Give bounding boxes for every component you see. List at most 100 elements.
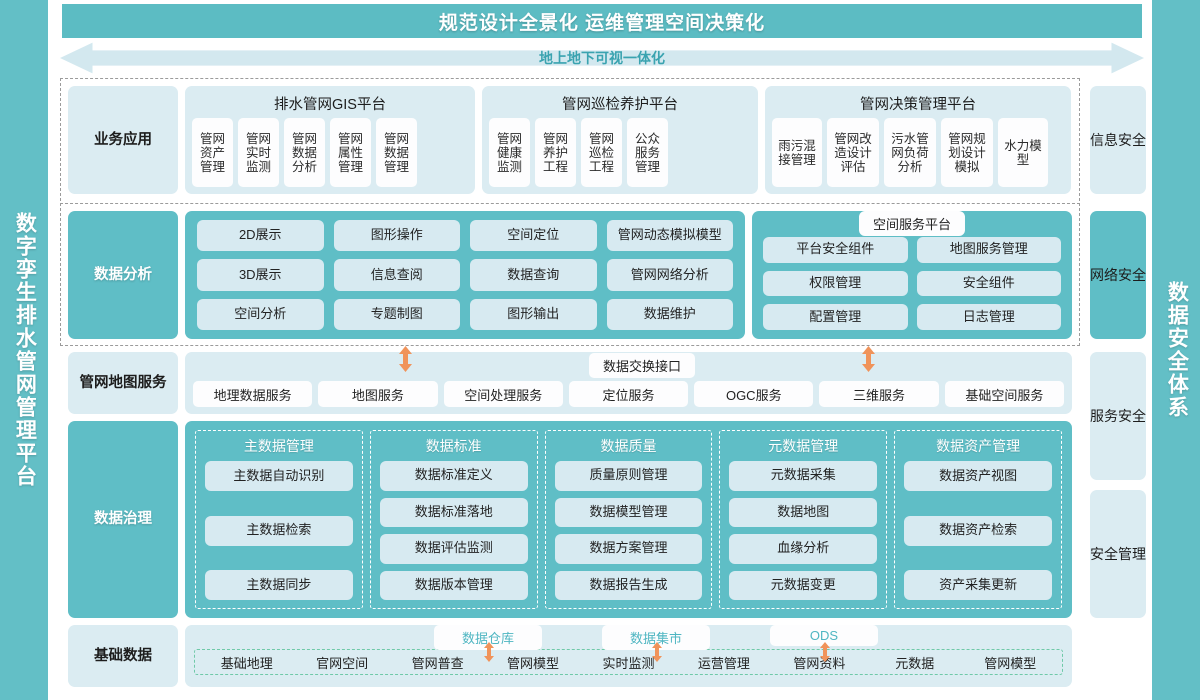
analysis-item[interactable]: 空间分析 <box>197 298 324 330</box>
governance-item[interactable]: 数据模型管理 <box>554 497 703 527</box>
right-rail-title: 数据安全体系 <box>1165 281 1189 419</box>
base-data-row: 基础数据 数据仓库 数据集市 ODS 基础地理 官网空间 管网普查 管网模型 实… <box>68 625 1072 687</box>
security-box-service: 服务安全 <box>1090 352 1146 480</box>
double-arrow-icon <box>651 642 663 662</box>
base-data-item[interactable]: 官网空间 <box>316 655 369 671</box>
governance-item[interactable]: 血缘分析 <box>729 534 878 564</box>
integration-banner: 地上地下可视一体化 <box>60 42 1144 74</box>
governance-item[interactable]: 数据方案管理 <box>554 534 703 564</box>
analysis-item[interactable]: 图形输出 <box>470 298 597 330</box>
app-cell[interactable]: 管网健康监测 <box>489 118 530 187</box>
governance-column-title: 数据资产管理 <box>936 438 1021 454</box>
platform-item[interactable]: 配置管理 <box>763 304 908 331</box>
analysis-item[interactable]: 图形操作 <box>333 220 460 252</box>
map-service-item[interactable]: 地理数据服务 <box>193 381 313 407</box>
group-title: 管网巡检养护平台 <box>562 97 678 113</box>
governance-item[interactable]: 数据资产检索 <box>904 515 1052 546</box>
governance-item[interactable]: 元数据变更 <box>729 570 878 600</box>
base-data-item[interactable]: 实时监测 <box>602 655 655 671</box>
app-cell[interactable]: 污水管网负荷分析 <box>884 118 936 187</box>
analysis-item[interactable]: 数据维护 <box>606 298 733 330</box>
group-title: 排水管网GIS平台 <box>274 97 386 113</box>
analysis-item[interactable]: 数据查询 <box>470 259 597 291</box>
application-layer-divider <box>60 203 1080 204</box>
app-cell[interactable]: 管网改造设计评估 <box>827 118 879 187</box>
governance-item[interactable]: 数据标准定义 <box>379 461 528 491</box>
platform-item[interactable]: 安全组件 <box>916 270 1061 297</box>
platform-item[interactable]: 日志管理 <box>916 304 1061 331</box>
analysis-item[interactable]: 3D展示 <box>197 259 324 291</box>
governance-item[interactable]: 主数据检索 <box>205 515 353 546</box>
left-rail: 数字孪生排水管网管理平台 <box>0 0 48 700</box>
base-data-item[interactable]: 管网资料 <box>793 655 846 671</box>
map-service-item[interactable]: 地图服务 <box>318 381 438 407</box>
platform-item[interactable]: 权限管理 <box>763 270 908 297</box>
app-cell[interactable]: 管网养护工程 <box>535 118 576 187</box>
base-data-item[interactable]: 基础地理 <box>220 655 273 671</box>
map-service-item[interactable]: OGC服务 <box>694 381 814 407</box>
analysis-item[interactable]: 空间定位 <box>470 220 597 252</box>
analysis-item[interactable]: 管网动态模拟模型 <box>606 220 733 252</box>
app-cell[interactable]: 管网数据管理 <box>376 118 417 187</box>
governance-item[interactable]: 数据报告生成 <box>554 570 703 600</box>
app-cell[interactable]: 雨污混接管理 <box>772 118 822 187</box>
analysis-column: 图形操作 信息查阅 专题制图 <box>333 220 460 330</box>
app-cell[interactable]: 管网规划设计模拟 <box>941 118 993 187</box>
app-cell[interactable]: 管网属性管理 <box>330 118 371 187</box>
governance-panel: 主数据管理 主数据自动识别 主数据检索 主数据同步 数据标准 数据标准定义 数据… <box>185 421 1072 618</box>
base-data-item[interactable]: 元数据 <box>895 655 935 671</box>
app-cell[interactable]: 管网数据分析 <box>284 118 325 187</box>
governance-item[interactable]: 数据地图 <box>729 497 878 527</box>
data-analysis-row: 数据分析 2D展示 3D展示 空间分析 图形操作 信息查阅 专题制图 空间定位 … <box>68 211 1072 339</box>
base-data-item[interactable]: 管网模型 <box>984 655 1037 671</box>
platform-item[interactable]: 平台安全组件 <box>763 237 908 263</box>
governance-item[interactable]: 数据资产视图 <box>904 461 1052 491</box>
integration-banner-text: 地上地下可视一体化 <box>539 50 665 66</box>
analysis-column: 空间定位 数据查询 图形输出 <box>470 220 597 330</box>
governance-item[interactable]: 资产采集更新 <box>904 570 1052 600</box>
group-title: 管网决策管理平台 <box>860 97 976 113</box>
row-label-analysis: 数据分析 <box>68 211 178 339</box>
map-service-item[interactable]: 空间处理服务 <box>443 381 563 407</box>
base-data-item[interactable]: 运营管理 <box>697 655 750 671</box>
app-cell[interactable]: 管网实时监测 <box>238 118 279 187</box>
group-inspection-platform: 管网巡检养护平台 管网健康监测 管网养护工程 管网巡检工程 公众服务管理 <box>482 86 758 194</box>
map-service-row: 管网地图服务 数据交换接口 地理数据服务 地图服务 空间处理服务 定位服务 OG… <box>68 346 1072 414</box>
base-data-tab-ods[interactable]: ODS <box>770 625 878 646</box>
app-cell[interactable]: 管网巡检工程 <box>581 118 622 187</box>
governance-item[interactable]: 主数据同步 <box>205 570 353 600</box>
governance-column-title: 主数据管理 <box>243 438 314 454</box>
analysis-item[interactable]: 专题制图 <box>333 298 460 330</box>
governance-item[interactable]: 元数据采集 <box>729 461 878 491</box>
row-label-base-data: 基础数据 <box>68 625 178 687</box>
double-arrow-icon <box>819 642 831 662</box>
platform-item[interactable]: 地图服务管理 <box>916 237 1061 263</box>
analysis-item[interactable]: 管网网络分析 <box>606 259 733 291</box>
governance-item[interactable]: 质量原则管理 <box>554 461 703 491</box>
governance-column-master-data: 主数据管理 主数据自动识别 主数据检索 主数据同步 <box>195 430 363 609</box>
map-service-item[interactable]: 基础空间服务 <box>944 381 1064 407</box>
map-service-panel: 数据交换接口 地理数据服务 地图服务 空间处理服务 定位服务 OGC服务 三维服… <box>185 346 1072 414</box>
governance-column-title: 数据质量 <box>600 438 657 454</box>
map-service-item[interactable]: 定位服务 <box>568 381 689 407</box>
governance-column-data-asset: 数据资产管理 数据资产视图 数据资产检索 资产采集更新 <box>894 430 1062 609</box>
analysis-item[interactable]: 2D展示 <box>197 220 324 252</box>
app-cell[interactable]: 公众服务管理 <box>627 118 668 187</box>
governance-item[interactable]: 数据版本管理 <box>379 570 528 600</box>
app-cell[interactable]: 水力模型 <box>998 118 1048 187</box>
business-application-row: 业务应用 排水管网GIS平台 管网资产管理 管网实时监测 管网数据分析 管网属性… <box>68 86 1072 194</box>
double-arrow-icon <box>861 346 876 372</box>
governance-column-title: 数据标准 <box>425 438 482 454</box>
base-data-item[interactable]: 管网普查 <box>411 655 464 671</box>
analysis-column: 2D展示 3D展示 空间分析 <box>197 220 324 330</box>
security-box-management: 安全管理 <box>1090 490 1146 618</box>
governance-item[interactable]: 主数据自动识别 <box>205 461 353 491</box>
app-cell[interactable]: 管网资产管理 <box>192 118 233 187</box>
analysis-item[interactable]: 信息查阅 <box>333 259 460 291</box>
governance-item[interactable]: 数据评估监测 <box>379 534 528 564</box>
map-service-item[interactable]: 三维服务 <box>819 381 939 407</box>
governance-item[interactable]: 数据标准落地 <box>379 497 528 527</box>
group-gis-platform: 排水管网GIS平台 管网资产管理 管网实时监测 管网数据分析 管网属性管理 管网… <box>185 86 475 194</box>
base-data-item[interactable]: 管网模型 <box>507 655 560 671</box>
